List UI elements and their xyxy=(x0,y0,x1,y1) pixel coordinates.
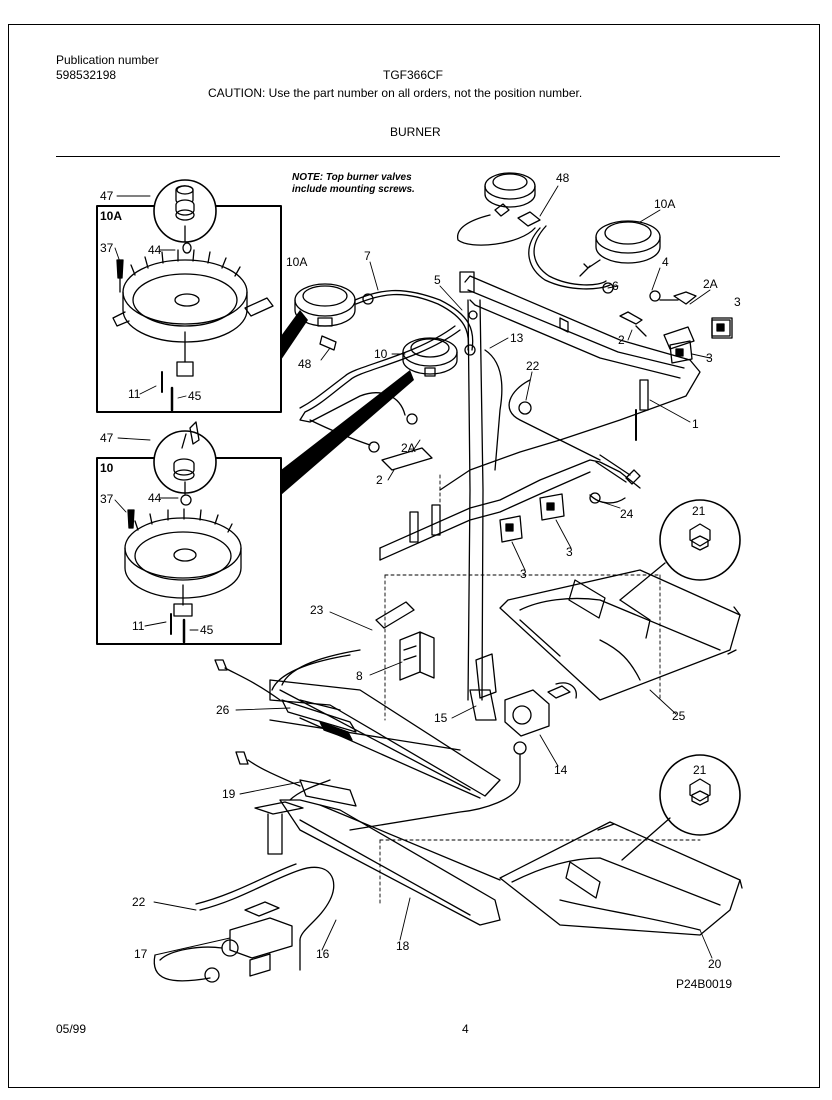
callout-5: 5 xyxy=(434,273,441,287)
callout-20: 20 xyxy=(708,957,722,971)
diagram-code: P24B0019 xyxy=(676,977,732,991)
manifold-rail xyxy=(439,271,731,491)
callout-3-far: 3 xyxy=(734,295,741,309)
callout-45-bottom: 45 xyxy=(200,623,214,637)
callout-47-top: 47 xyxy=(100,189,114,203)
callout-22-bottom: 22 xyxy=(132,895,146,909)
callout-26: 26 xyxy=(216,703,230,717)
publication-number: 598532198 xyxy=(56,68,117,82)
callout-47-bottom: 47 xyxy=(100,431,114,445)
callout-21-top: 21 xyxy=(692,504,706,518)
callout-4: 4 xyxy=(662,255,669,269)
callout-21-bottom: 21 xyxy=(693,763,707,777)
footer-date: 05/99 xyxy=(56,1022,87,1036)
callout-22-mid: 22 xyxy=(526,359,540,373)
callout-1: 1 xyxy=(692,417,699,431)
callout-15: 15 xyxy=(434,711,448,725)
burner-10a-right xyxy=(579,220,661,302)
footer-page-number: 4 xyxy=(462,1022,469,1036)
callout-2-right: 2 xyxy=(618,333,625,347)
callout-2a-left: 2A xyxy=(401,441,416,455)
inset-10-title: 10 xyxy=(100,461,114,475)
callout-19: 19 xyxy=(222,787,236,801)
baffle-lower xyxy=(499,754,743,936)
burner-top-right xyxy=(457,172,541,246)
callout-10: 10 xyxy=(374,347,388,361)
burner-10-assembly xyxy=(402,310,478,377)
inset-10a xyxy=(96,179,282,413)
callout-7: 7 xyxy=(364,249,371,263)
burner-tube-assembly xyxy=(269,601,501,799)
callout-37-bottom: 37 xyxy=(100,492,114,506)
note-line-1: NOTE: Top burner valves xyxy=(292,172,412,183)
callout-10a-right: 10A xyxy=(654,197,675,211)
callout-2a-right: 2A xyxy=(703,277,718,291)
callout-18: 18 xyxy=(396,939,410,953)
callout-2-left: 2 xyxy=(376,473,383,487)
callout-11-bottom: 11 xyxy=(132,619,145,633)
callout-13: 13 xyxy=(510,331,524,345)
model-number: TGF366CF xyxy=(383,68,444,82)
page-frame xyxy=(8,24,820,1088)
callout-16: 16 xyxy=(316,947,330,961)
callout-48-top: 48 xyxy=(556,171,570,185)
callout-8: 8 xyxy=(356,669,363,683)
baffle-upper xyxy=(499,499,741,701)
callout-44-top: 44 xyxy=(148,243,162,257)
caution-text: CAUTION: Use the part number on all orde… xyxy=(208,86,583,100)
inset-10a-title: 10A xyxy=(100,209,122,223)
inset-10 xyxy=(96,421,282,645)
callout-24: 24 xyxy=(620,507,634,521)
callout-3-a: 3 xyxy=(520,567,527,581)
note-line-2: include mounting screws. xyxy=(292,184,415,195)
callout-44-bottom: 44 xyxy=(148,491,162,505)
callout-25: 25 xyxy=(672,709,686,723)
callout-48-mid: 48 xyxy=(298,357,312,371)
burner-10a-assembly xyxy=(294,283,474,351)
section-title: BURNER xyxy=(390,125,441,139)
header-divider xyxy=(56,156,780,157)
callout-17: 17 xyxy=(134,947,148,961)
callout-6: 6 xyxy=(612,279,619,293)
callout-23: 23 xyxy=(310,603,324,617)
callout-10a-mid: 10A xyxy=(286,255,307,269)
callout-11-top: 11 xyxy=(128,387,141,401)
callout-45-top: 45 xyxy=(188,389,202,403)
callout-3-right: 3 xyxy=(706,351,713,365)
callout-37-top: 37 xyxy=(100,241,114,255)
publication-label: Publication number xyxy=(56,53,159,67)
callout-3-b: 3 xyxy=(566,545,573,559)
callout-14: 14 xyxy=(554,763,568,777)
